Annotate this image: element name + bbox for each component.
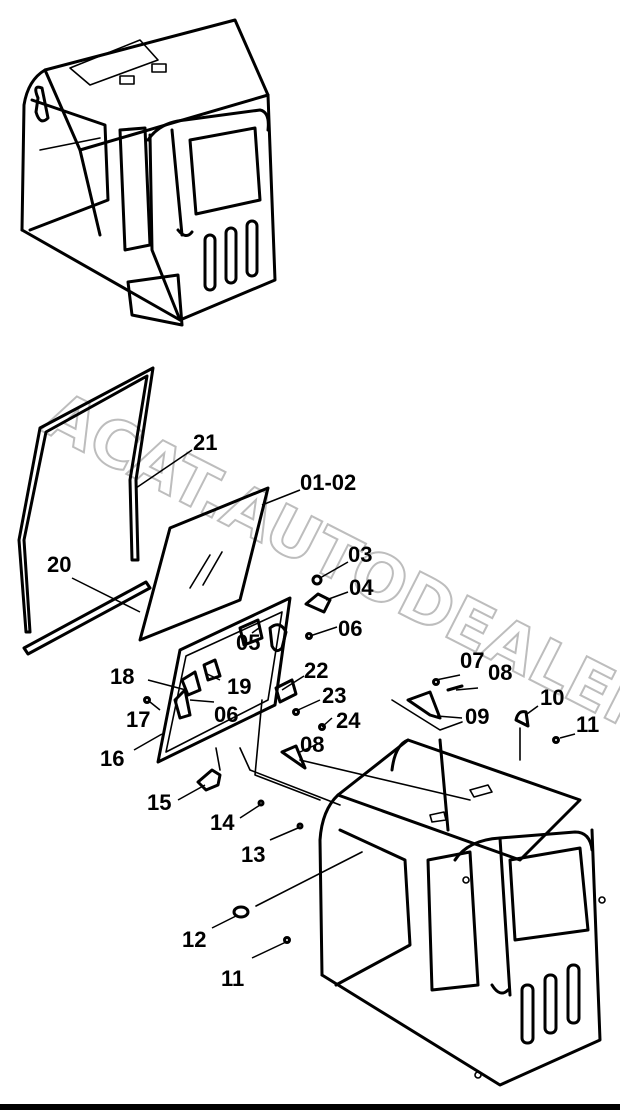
door-seal-21: [17, 366, 155, 634]
label-04: 04: [349, 575, 374, 600]
part-04: [304, 592, 332, 614]
part-11-top: [552, 736, 560, 744]
bottom-border: [0, 1104, 620, 1110]
glass-01-02: [138, 486, 270, 642]
label-11-top: 11: [576, 712, 599, 737]
label-13: 13: [241, 842, 265, 867]
part-12: [232, 905, 250, 919]
label-21: 21: [193, 430, 217, 455]
label-10: 10: [540, 685, 564, 710]
part-15: [196, 768, 222, 792]
label-19: 19: [227, 674, 251, 699]
label-17: 17: [126, 707, 150, 732]
strip-20: [22, 580, 152, 656]
part-14: [257, 799, 265, 807]
leader-lines: [71, 449, 576, 959]
label-03: 03: [348, 542, 372, 567]
label-16: 16: [100, 746, 124, 771]
label-06-right: 06: [338, 616, 362, 641]
part-17: [143, 696, 151, 704]
watermark: ACAT.AUTODEALER.RU: [33, 378, 620, 809]
label-08-top: 08: [488, 660, 512, 685]
label-07: 07: [460, 648, 484, 673]
label-01-02: 01-02: [300, 470, 356, 495]
label-08-bottom: 08: [300, 732, 324, 757]
label-18: 18: [110, 664, 134, 689]
label-14: 14: [210, 810, 235, 835]
part-23: [292, 708, 300, 716]
part-10: [514, 710, 530, 728]
label-05: 05: [236, 630, 260, 655]
part-08-top: [446, 684, 464, 692]
part-11-bottom: [283, 936, 291, 944]
label-23: 23: [322, 683, 346, 708]
part-03: [311, 574, 323, 586]
label-24: 24: [336, 708, 361, 733]
label-06-left: 06: [214, 702, 238, 727]
part-08-bottom: [280, 744, 307, 770]
cab-assembly: [318, 738, 606, 1087]
part-labels: 21 01-02 20 03 04 05 06 07 08 18 19 22 1…: [47, 430, 599, 991]
label-15: 15: [147, 790, 171, 815]
label-20: 20: [47, 552, 71, 577]
small-parts: [143, 574, 560, 944]
cab-overview: [20, 18, 277, 327]
label-11-bottom: 11: [221, 966, 244, 991]
part-24: [318, 723, 326, 731]
label-09: 09: [465, 704, 489, 729]
label-22: 22: [304, 658, 328, 683]
part-09: [406, 690, 442, 720]
label-12: 12: [182, 927, 206, 952]
part-13: [296, 822, 304, 830]
